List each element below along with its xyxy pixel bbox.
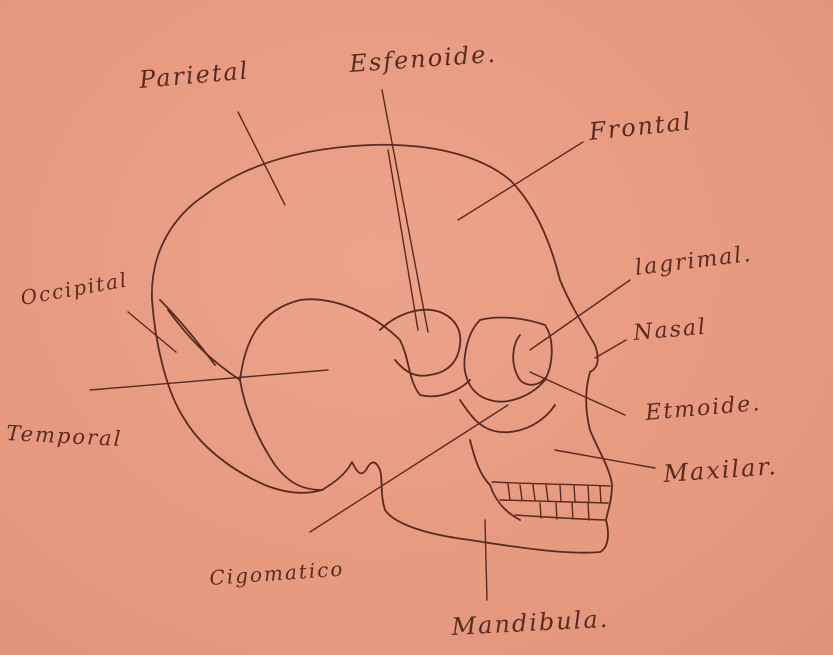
label-esfenoide: Esfenoide. bbox=[347, 40, 497, 78]
label-mandibula: Mandibula. bbox=[450, 605, 610, 641]
label-cigomatico: Cigomatico bbox=[209, 557, 345, 590]
label-temporal: Temporal bbox=[6, 421, 123, 451]
leader-nasal bbox=[595, 340, 626, 358]
label-lagrimal: lagrimal. bbox=[634, 242, 754, 281]
leader-esfenoide bbox=[382, 90, 428, 332]
label-etmoide: Etmoide. bbox=[643, 391, 762, 426]
sphenoid-shape bbox=[380, 310, 460, 376]
leader-mandibula bbox=[485, 520, 487, 600]
leader-etmoide bbox=[530, 372, 625, 415]
skull-drawing bbox=[152, 145, 612, 553]
label-frontal: Frontal bbox=[587, 107, 694, 146]
label-occipital: Occipital bbox=[19, 267, 130, 310]
occipital-suture bbox=[160, 300, 215, 365]
leader-occipital bbox=[128, 312, 176, 352]
face-front bbox=[586, 372, 612, 520]
leader-temporal bbox=[90, 370, 328, 390]
occipital-contour bbox=[152, 300, 322, 493]
leader-maxilar bbox=[555, 450, 655, 468]
cranium-outline bbox=[152, 145, 598, 372]
leader-lagrimal bbox=[530, 280, 630, 350]
label-parietal: Parietal bbox=[137, 56, 250, 94]
mastoid-process bbox=[322, 462, 608, 553]
orbit bbox=[464, 318, 551, 402]
label-nasal: Nasal bbox=[631, 315, 708, 346]
leader-frontal bbox=[458, 142, 583, 220]
temporal-lower bbox=[240, 380, 322, 490]
label-maxilar: Maxilar. bbox=[661, 452, 778, 488]
maxilla-shape bbox=[470, 440, 520, 520]
labels: Parietal Esfenoide. Frontal Occipital la… bbox=[6, 40, 779, 641]
leader-esfenoide-2 bbox=[388, 150, 418, 330]
leader-lines bbox=[90, 90, 655, 600]
